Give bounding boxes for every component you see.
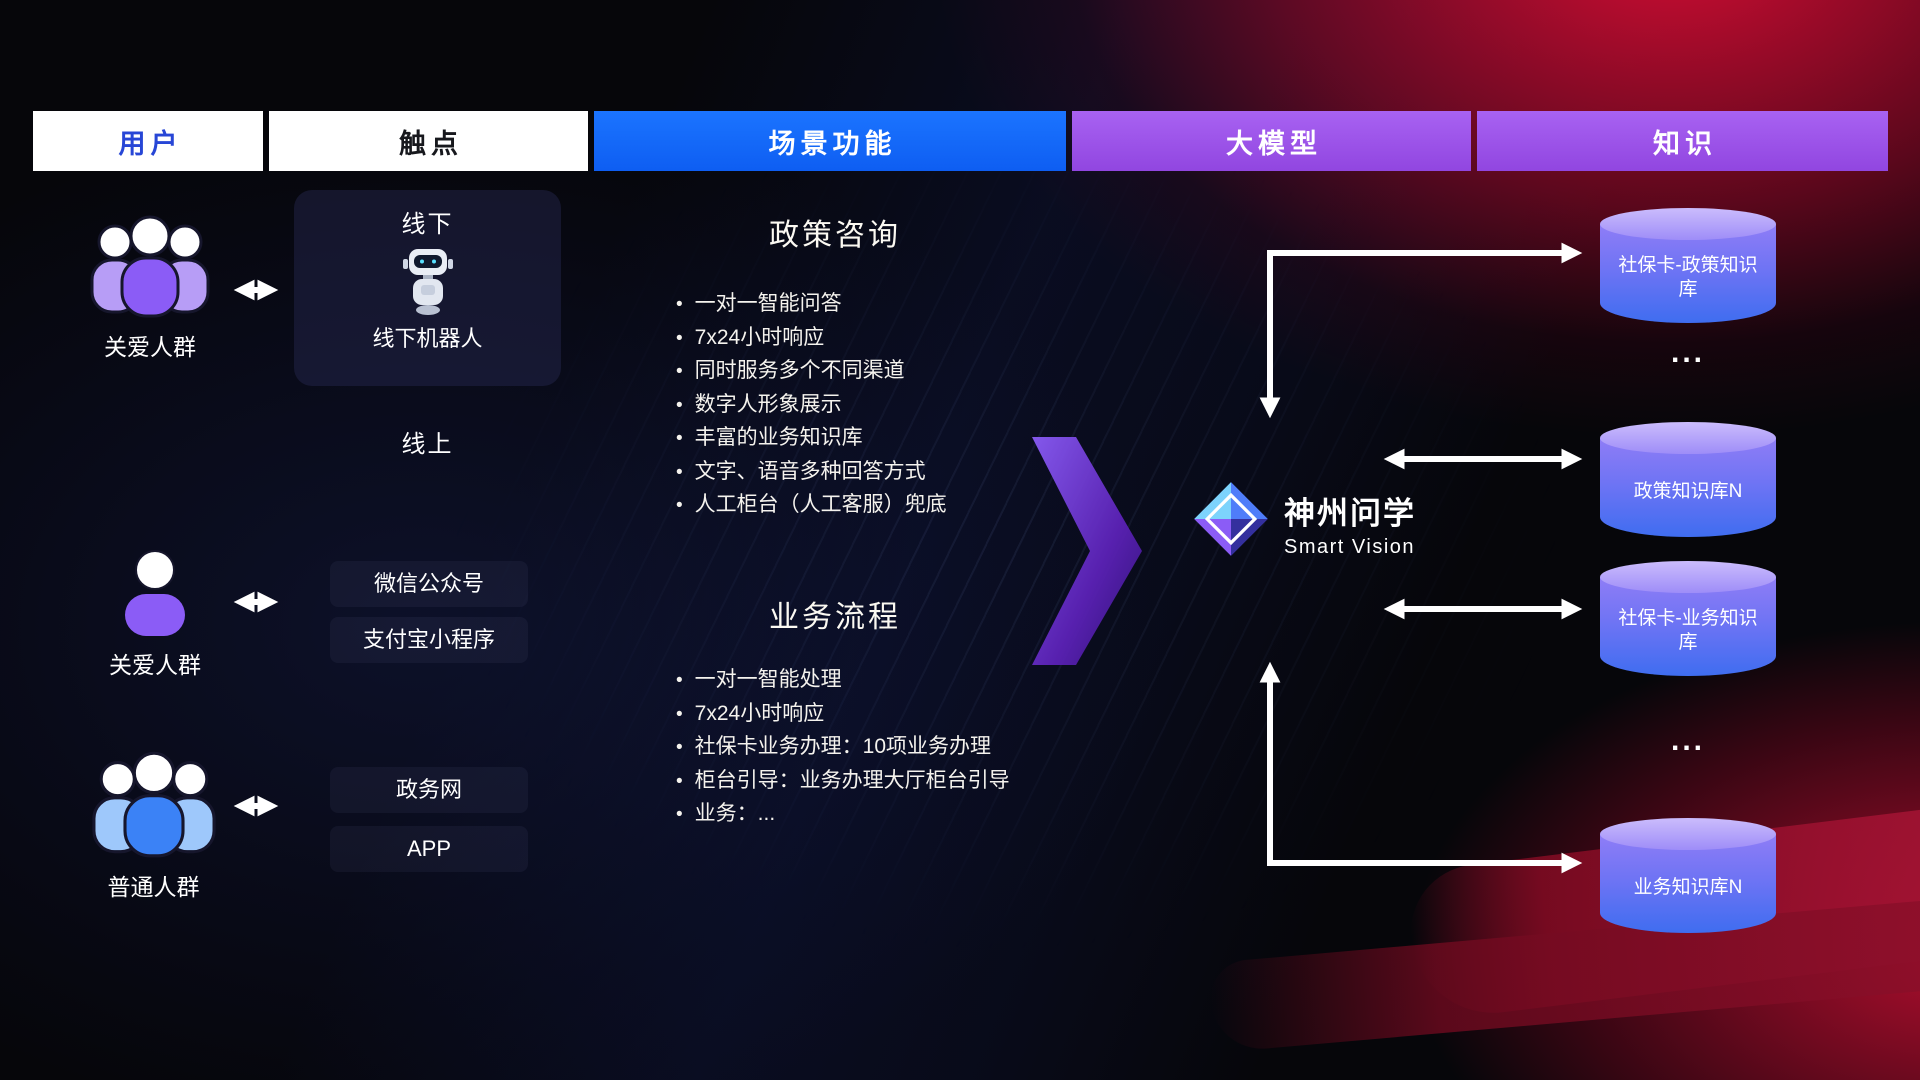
lane-header-model: 大模型 (1072, 111, 1471, 171)
offline-touchpoint-panel: 线下 线下机器人 (294, 190, 561, 386)
lane-header-touchpoints: 触点 (269, 111, 588, 171)
scene-bullet: 同时服务多个不同渠道 (676, 355, 947, 389)
knowledge-db-policy-n: 政策知识库N (1600, 422, 1776, 537)
scene-business-bullets: 一对一智能处理 7x24小时响应 社保卡业务办理：10项业务办理 柜台引导：业务… (676, 664, 1010, 832)
scene-title-business: 业务流程 (769, 601, 901, 634)
knowledge-db-label: 政策知识库N (1633, 481, 1743, 503)
scene-bullet: 数字人形象展示 (676, 389, 947, 423)
knowledge-db-business-n: 业务知识库N (1600, 818, 1776, 933)
model-name: 神州问学 (1284, 496, 1416, 531)
scene-bullet: 7x24小时响应 (676, 698, 1010, 732)
scene-bullet: 一对一智能问答 (676, 288, 947, 322)
user-group-label: 关爱人群 (104, 334, 196, 360)
lane-header-scenes-label: 场景功能 (768, 128, 897, 159)
scene-title-policy: 政策咨询 (769, 219, 901, 252)
offline-title: 线下 (401, 211, 454, 238)
knowledge-ellipsis-2: ... (1670, 724, 1705, 757)
model-subtitle: Smart Vision (1284, 536, 1416, 558)
database-cylinder-icon (1600, 818, 1776, 850)
model-logo-text: 神州问学 Smart Vision (1284, 488, 1416, 559)
touchpoint-alipay-miniprogram: 支付宝小程序 (330, 617, 528, 663)
user-group-label: 关爱人群 (109, 652, 201, 678)
knowledge-db-label: 社保卡-业务知识库 (1618, 608, 1758, 653)
knowledge-ellipsis-1: ... (1670, 336, 1705, 369)
lane-header-scenes: 场景功能 (594, 111, 1066, 171)
flow-arrow (1032, 437, 1142, 665)
knowledge-db-business-ssc: 社保卡-业务知识库 (1600, 561, 1776, 676)
person-icon (125, 550, 185, 636)
scene-bullet: 业务：... (676, 798, 1010, 832)
user-group-label: 普通人群 (107, 874, 200, 900)
people-group-icon (91, 751, 216, 858)
scene-bullet: 7x24小时响应 (676, 322, 947, 356)
touchpoint-gov-web: 政务网 (330, 767, 528, 813)
database-cylinder-icon (1600, 561, 1776, 593)
user-group-care-1: 关爱人群 (70, 210, 230, 362)
scene-bullet: 社保卡业务办理：10项业务办理 (676, 731, 1010, 765)
knowledge-db-label: 业务知识库N (1633, 877, 1743, 899)
people-group-icon (90, 215, 210, 318)
lane-header-knowledge-label: 知识 (1653, 128, 1717, 159)
database-cylinder-icon (1600, 422, 1776, 454)
scene-bullet: 丰富的业务知识库 (676, 422, 947, 456)
knowledge-db-policy-ssc: 社保卡-政策知识库 (1600, 208, 1776, 323)
scene-policy-bullets: 一对一智能问答 7x24小时响应 同时服务多个不同渠道 数字人形象展示 丰富的业… (676, 288, 947, 523)
diamond-logo-icon (1194, 482, 1268, 556)
touchpoint-app: APP (330, 826, 528, 872)
online-title: 线上 (401, 431, 454, 458)
lane-header-touchpoints-label: 触点 (399, 128, 463, 159)
lane-header-users-label: 用户 (118, 128, 183, 159)
scene-bullet: 一对一智能处理 (676, 664, 1010, 698)
user-group-general: 普通人群 (66, 746, 241, 902)
scene-bullet: 人工柜台（人工客服）兜底 (676, 489, 947, 523)
scene-bullet: 文字、语音多种回答方式 (676, 456, 947, 490)
lane-header-model-label: 大模型 (1226, 128, 1322, 159)
offline-robot-label: 线下机器人 (372, 326, 483, 351)
lane-header-users: 用户 (33, 111, 263, 171)
database-cylinder-icon (1600, 208, 1776, 240)
lane-header-knowledge: 知识 (1477, 111, 1888, 171)
robot-icon (402, 249, 453, 315)
knowledge-db-label: 社保卡-政策知识库 (1618, 255, 1758, 300)
user-group-care-2: 关爱人群 (95, 548, 215, 680)
scene-bullet: 柜台引导：业务办理大厅柜台引导 (676, 765, 1010, 799)
touchpoint-wechat: 微信公众号 (330, 561, 528, 607)
